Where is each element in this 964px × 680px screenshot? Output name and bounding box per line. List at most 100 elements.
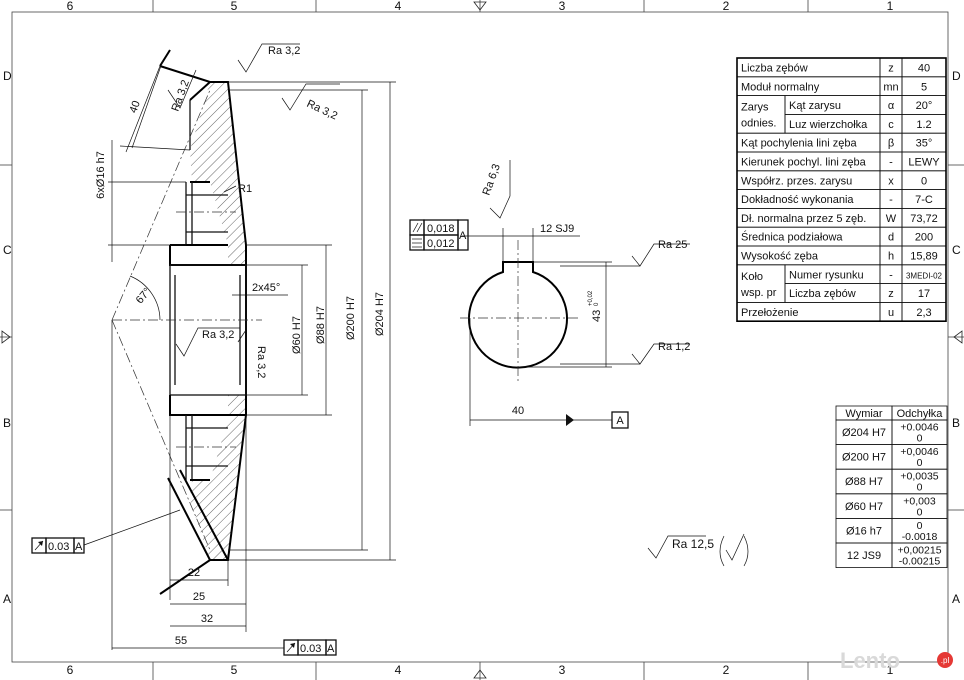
- tol-upper: +0,0046: [900, 446, 938, 458]
- tol-upper: +0.0046: [900, 422, 938, 434]
- general-roughness-value: Ra 12,5: [672, 537, 714, 551]
- gear-row-sym: d: [888, 232, 894, 244]
- gear-row-sym: α: [888, 100, 895, 112]
- row-label-a-right: A: [952, 592, 960, 606]
- tol-dev-cell: [891, 542, 948, 569]
- col-label-2-bottom: 2: [723, 663, 730, 677]
- dim-25: 25: [193, 591, 205, 603]
- dim-d204: Ø204 H7: [374, 292, 386, 336]
- gear-row-label: Kąt zarysu: [789, 100, 841, 112]
- general-roughness: Ra 12,5: [647, 533, 749, 567]
- ra-top: Ra 3,2: [268, 45, 300, 57]
- tol-dim: Ø200 H7: [842, 452, 886, 464]
- tol-dim: Ø204 H7: [842, 427, 886, 439]
- gear-row-sym: -: [889, 194, 893, 206]
- tol-lower: 0: [917, 482, 923, 494]
- dim-40-slanted: 40: [127, 99, 142, 115]
- runout-bottom-ref: A: [327, 643, 335, 655]
- runout-left-value: 0.03: [48, 541, 69, 553]
- row-label-d-right: D: [952, 69, 961, 83]
- tol-upper: +0,0035: [900, 471, 938, 483]
- col-label-2: 2: [723, 0, 730, 13]
- gear-row-sym: β: [888, 138, 894, 150]
- watermark-brand: Lento: [840, 648, 900, 673]
- dim-height-value: 43: [591, 310, 603, 322]
- watermark-suffix: .pl: [941, 656, 950, 665]
- ra-face: Ra 3,2: [305, 98, 339, 123]
- ra-bore-25: Ra 25: [658, 239, 687, 251]
- gear-row-label: Luz wierzchołka: [789, 119, 868, 131]
- dim-height-upper: +0,02: [588, 290, 594, 306]
- datum-a: A: [616, 415, 624, 427]
- parallel-tol: 0,018: [427, 223, 455, 235]
- dim-holes: 6xØ16 h7: [95, 151, 107, 199]
- gear-group-label-2: wsp. pr: [740, 287, 777, 299]
- col-label-6: 6: [67, 0, 74, 13]
- dim-55: 55: [175, 635, 187, 647]
- col-label-4-bottom: 4: [395, 663, 402, 677]
- tol-lower: -0.00215: [899, 556, 941, 568]
- gear-row-sym: W: [886, 213, 897, 225]
- gear-row-value: 73,72: [910, 213, 938, 225]
- runout-left-frame: 0.03 A: [31, 509, 181, 554]
- row-label-d: D: [3, 69, 12, 83]
- gear-section-view: Ø60 H7 Ø88 H7 Ø200 H7 Ø204 H7 6xØ16 h7 R…: [31, 43, 396, 656]
- dim-32: 32: [201, 613, 213, 625]
- gear-row-value: 200: [915, 232, 933, 244]
- row-label-a: A: [3, 592, 11, 606]
- tol-dim: Ø16 h7: [846, 525, 882, 537]
- dim-angle-67: 67°: [134, 286, 154, 306]
- gear-row-label: Kierunek pochyl. lini zęba: [741, 157, 867, 169]
- tol-upper: +0,00215: [897, 545, 941, 557]
- col-label-3: 3: [559, 0, 566, 13]
- tol-upper: +0,003: [903, 495, 936, 507]
- gear-row-value: 15,89: [910, 251, 938, 263]
- gear-row-label: Przełożenie: [741, 307, 798, 319]
- dim-height: 43 +0,02 0: [588, 290, 603, 322]
- dim-height-lower: 0: [594, 302, 600, 306]
- gear-row-label: Dł. normalna przez 5 zęb.: [741, 213, 866, 225]
- gear-row-sym: x: [888, 175, 894, 187]
- dim-width-40: 40: [512, 405, 524, 417]
- col-label-5-bottom: 5: [231, 663, 238, 677]
- gear-row-label: Liczba zębów: [741, 63, 808, 75]
- gear-row-value: 20°: [916, 100, 933, 112]
- dim-d60: Ø60 H7: [291, 316, 303, 354]
- gear-group-label-2: odnies.: [741, 118, 776, 130]
- row-label-b: B: [3, 416, 11, 430]
- col-label-5: 5: [231, 0, 238, 13]
- dim-r1: R1: [238, 183, 252, 195]
- row-label-c: C: [3, 243, 12, 257]
- sym-tol: 0,012: [427, 238, 455, 250]
- geometric-tolerance-frame: 0,018 0,012 A: [409, 219, 469, 251]
- ra-bore-2: Ra 3,2: [255, 346, 267, 378]
- gear-row-label: Wysokość zęba: [741, 251, 819, 263]
- gear-row-sym: z: [888, 288, 894, 300]
- gear-row-label: Moduł normalny: [741, 81, 820, 93]
- gear-row-value: 17: [918, 288, 930, 300]
- gear-row-sym: u: [888, 307, 894, 319]
- dim-d200: Ø200 H7: [345, 296, 357, 340]
- tol-header: Wymiar: [845, 408, 883, 420]
- tol-header: Odchyłka: [897, 408, 944, 420]
- gear-row-sym: -: [889, 157, 893, 169]
- tol-lower: 0: [917, 506, 923, 518]
- ra-inner: Ra 1,2: [658, 341, 690, 353]
- gear-row-value: 1.2: [916, 119, 931, 131]
- tol-dim: 12 JS9: [847, 550, 881, 562]
- bore-keyway-view: 12 SJ9 43 +0,02 0 40 A: [409, 160, 690, 429]
- gear-row-label: Numer rysunku: [789, 269, 864, 281]
- dim-d88: Ø88 H7: [315, 306, 327, 344]
- tol-dim: Ø88 H7: [845, 476, 883, 488]
- gear-row-value: 35°: [916, 138, 933, 150]
- ra-key: Ra 6,3: [481, 162, 503, 197]
- gear-row-value: 0: [921, 175, 927, 187]
- gear-row-sym: h: [888, 251, 894, 263]
- dim-chamfer: 2x45°: [252, 282, 280, 294]
- gear-row-sym: c: [888, 119, 894, 131]
- tol-datum-ref: A: [459, 230, 467, 242]
- gear-row-sym: z: [888, 63, 894, 75]
